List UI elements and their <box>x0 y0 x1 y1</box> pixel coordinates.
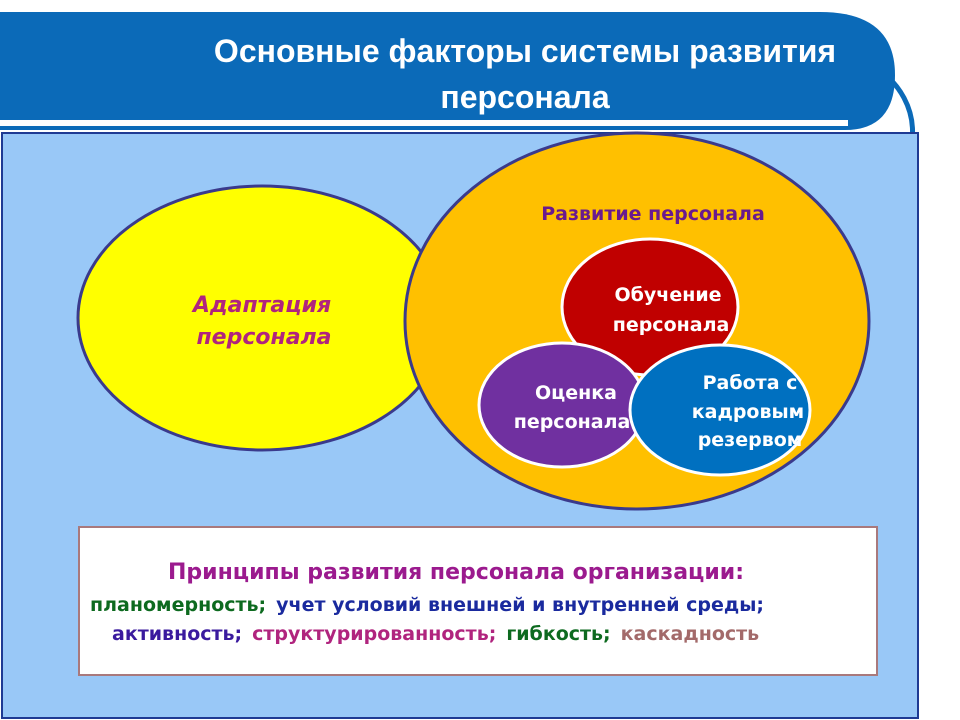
banner-underline <box>0 120 848 126</box>
reserve-ellipse <box>628 343 812 477</box>
development-label: Развитие персонала <box>541 203 765 225</box>
principles-title: Принципы развития персонала организации: <box>168 560 744 585</box>
principle-item: активность; <box>112 623 243 645</box>
evaluation-label-line1: Оценка <box>535 382 617 404</box>
page-title-line1: Основные факторы системы развития <box>213 33 837 69</box>
training-label-line1: Обучение <box>614 284 721 306</box>
adaptation-label-line2: персонала <box>196 325 331 350</box>
page-title: Основные факторы системы развития персон… <box>110 28 940 120</box>
adaptation-ellipse <box>76 184 448 452</box>
page-title-line2: персонала <box>440 79 610 115</box>
principle-item: учет условий внешней и внутренней среды; <box>276 594 765 616</box>
evaluation-label-line2: персонала <box>514 411 631 433</box>
title-banner <box>0 12 895 130</box>
training-label-line2: персонала <box>613 314 730 336</box>
reserve-label-line2: кадровым <box>692 401 804 423</box>
adaptation-label-line1: Адаптация <box>191 293 331 318</box>
principles-line-2: активность; структурированность; гибкость;… <box>112 623 769 645</box>
principle-item: гибкость; <box>506 623 611 645</box>
evaluation-ellipse <box>477 341 647 469</box>
principles-box <box>78 526 878 676</box>
reserve-label-line3: резервом <box>698 429 803 451</box>
principle-item: планомерность; <box>90 594 267 616</box>
principle-item: структурированность; <box>252 623 497 645</box>
reserve-label-line1: Работа с <box>703 372 798 394</box>
principle-item: каскадность <box>620 623 760 645</box>
principles-line-1: планомерность; учет условий внешней и вну… <box>90 594 774 616</box>
